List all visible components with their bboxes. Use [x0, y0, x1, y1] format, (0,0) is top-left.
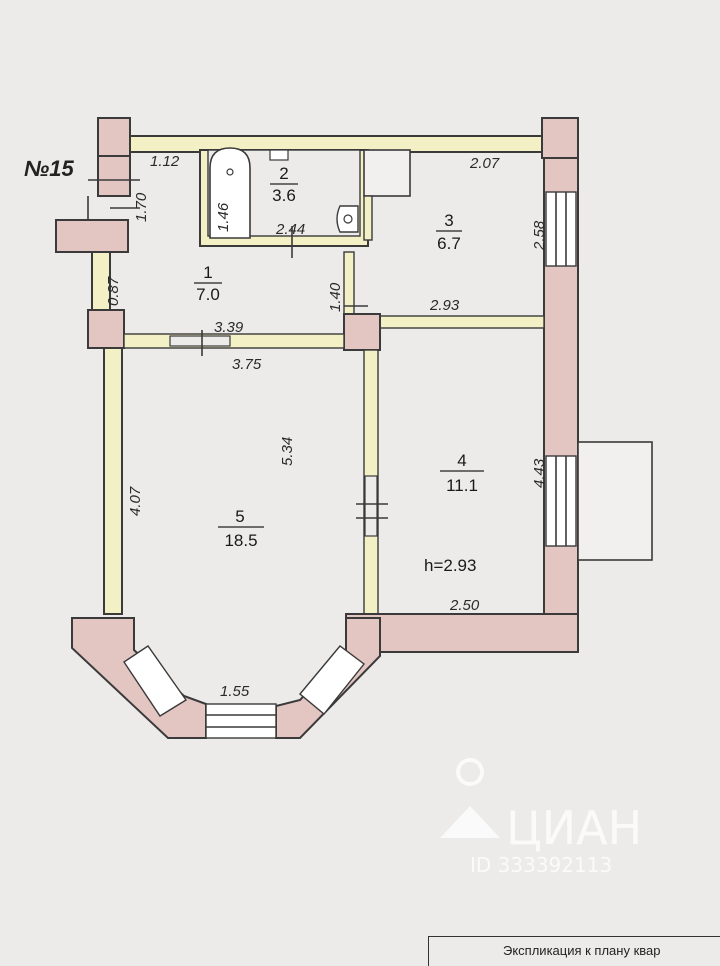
room-2-number: 2 [279, 164, 288, 183]
wall-entrance-stub [55, 219, 129, 253]
bay-window-left [123, 645, 188, 717]
sink [269, 149, 289, 161]
toilet-bowl [343, 214, 353, 224]
dim-3-39: 3.39 [214, 319, 244, 336]
dim-2-50: 2.50 [449, 597, 480, 614]
entrance-outline [55, 196, 89, 252]
window-room3 [545, 191, 577, 267]
wall-partition-3-4 [379, 315, 545, 329]
explication-caption: Экспликация к плану квар [428, 936, 720, 966]
room-5-area: 18.5 [224, 531, 257, 550]
cian-logo-base [440, 806, 500, 838]
dim-4-43: 4.43 [531, 458, 548, 488]
window-room4 [545, 455, 577, 547]
apartment-number-label: №15 [24, 156, 74, 181]
bathtub [209, 147, 251, 239]
cian-logo-icon [456, 758, 485, 786]
doorway-1-5 [169, 335, 231, 347]
dim-1-40: 1.40 [327, 282, 344, 312]
room-1-number: 1 [203, 263, 212, 282]
wall-pillar-top-left [97, 117, 131, 157]
wall-left-lower [103, 347, 123, 615]
toilet [336, 205, 359, 233]
dim-0-87: 0.87 [105, 276, 122, 306]
wall-corner-left [97, 155, 131, 197]
dim-2-93: 2.93 [429, 297, 460, 314]
room-1-area: 7.0 [196, 285, 220, 304]
watermark-brand: ЦИАН [506, 801, 642, 855]
wall-pillar-center [343, 313, 381, 351]
wall-partition-1-3 [343, 251, 355, 315]
dim-1-46: 1.46 [215, 202, 232, 232]
watermark-id: ID 333392113 [470, 853, 612, 877]
dim-2-58: 2.58 [531, 220, 548, 251]
wall-pillar-top-right [541, 117, 579, 159]
room-2-area: 3.6 [272, 186, 296, 205]
wall-partition-1-5 [123, 333, 345, 349]
dim-5-34: 5.34 [279, 437, 296, 466]
dim-1-55: 1.55 [220, 683, 250, 700]
bay-window-right [299, 645, 365, 715]
doorway-5-4 [364, 475, 378, 537]
room-3-area: 6.7 [437, 234, 461, 253]
room-4-number: 4 [457, 451, 466, 470]
dim-1-70: 1.70 [133, 192, 150, 222]
dim-2-44: 2.44 [275, 221, 305, 238]
wall-pillar-left-mid [87, 309, 125, 349]
cian-watermark: ЦИАН ID 333392113 [440, 758, 642, 877]
dim-2-07: 2.07 [469, 155, 500, 172]
room-3-number: 3 [444, 211, 453, 230]
balcony [577, 441, 653, 561]
dim-1-12: 1.12 [150, 153, 180, 170]
room-4-area: 11.1 [446, 476, 478, 495]
room-5-number: 5 [235, 507, 244, 526]
wall-bottom-right [345, 613, 579, 653]
wall-kitchen-partition [363, 195, 373, 241]
bay-window-center [205, 703, 277, 739]
bathtub-drain [226, 168, 234, 176]
dim-4-07: 4.07 [127, 486, 144, 516]
kitchen-cabinet [363, 149, 411, 197]
dim-3-75: 3.75 [232, 356, 262, 373]
ceiling-height-label: h=2.93 [424, 556, 476, 575]
